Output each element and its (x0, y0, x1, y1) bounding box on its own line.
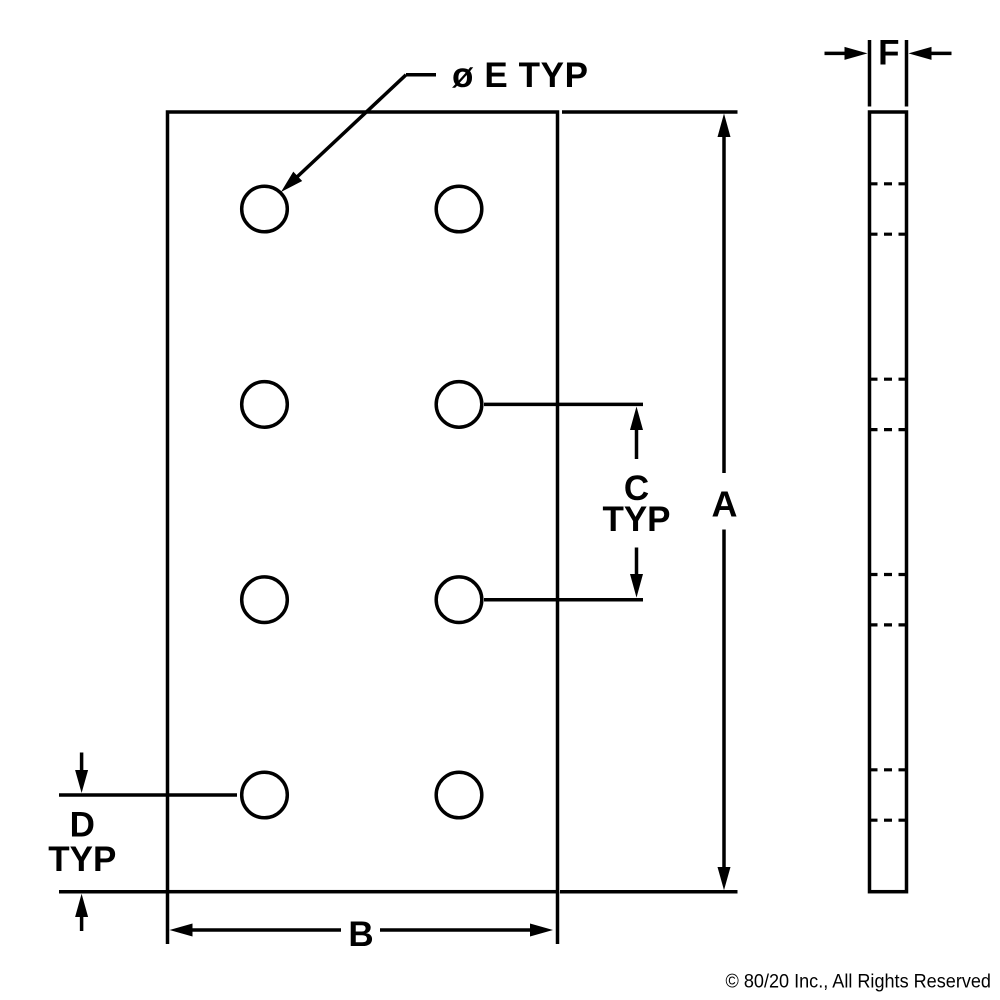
svg-text:A: A (712, 484, 738, 525)
svg-text:D: D (70, 806, 95, 845)
svg-text:TYP: TYP (48, 840, 116, 879)
svg-text:B: B (348, 915, 373, 954)
svg-text:© 80/20 Inc., All Rights Reser: © 80/20 Inc., All Rights Reserved (726, 971, 992, 993)
svg-text:F: F (878, 34, 899, 73)
svg-text:C: C (624, 469, 649, 508)
svg-text:ø E TYP: ø E TYP (452, 56, 588, 95)
svg-text:TYP: TYP (602, 500, 670, 539)
